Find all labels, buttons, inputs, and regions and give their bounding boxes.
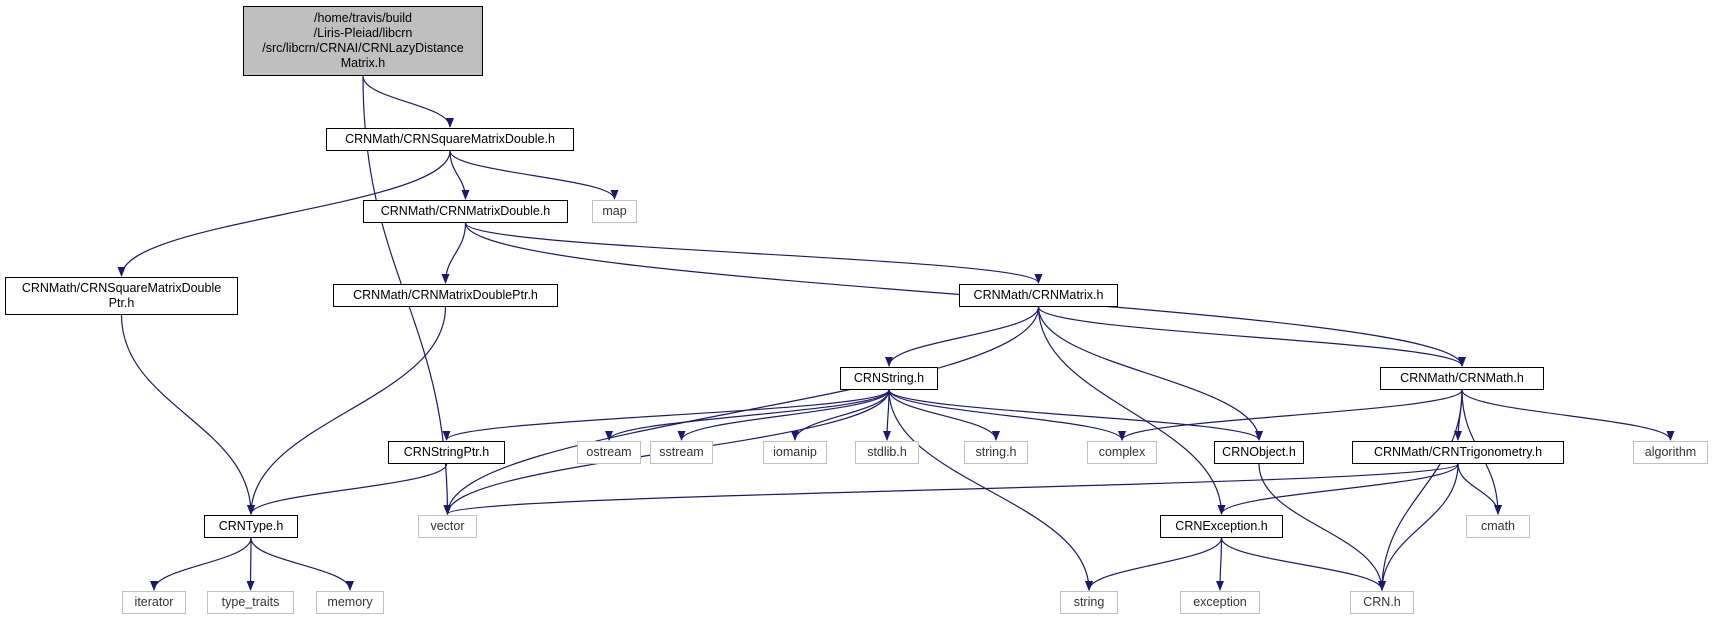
node-label: CRNMath/CRNMath.h: [1400, 371, 1524, 385]
node-label: vector: [430, 519, 465, 533]
node-ostream: ostream: [577, 441, 641, 464]
edge-type-to-type-traits: [246, 537, 255, 591]
node-label: CRNMath/CRNMatrixDoublePtr.h: [353, 288, 538, 302]
node-label: CRN.h: [1363, 595, 1401, 609]
node-memory: memory: [316, 591, 384, 614]
node-sstream: sstream: [650, 441, 713, 464]
node-exception: exception: [1180, 591, 1260, 614]
edge-trig-to-exception-h: [1217, 463, 1459, 515]
edge-string-h-to-cstring: [888, 389, 1000, 441]
node-cstring: string.h: [964, 441, 1028, 464]
node-trig[interactable]: CRNMath/CRNTrigonometry.h: [1352, 441, 1564, 464]
node-label: type_traits: [221, 595, 280, 609]
node-label: CRNMath/CRNSquareMatrixDouble.h: [345, 132, 555, 146]
edge-sqmd-to-map: [449, 150, 619, 200]
edge-exception-h-to-exception: [1216, 537, 1225, 591]
edge-object-to-crn: [1258, 463, 1386, 591]
edge-string-h-to-stdlib: [883, 389, 892, 441]
node-label: CRNMath/CRNMatrixDouble.h: [380, 204, 551, 218]
node-label: CRNType.h: [218, 519, 284, 533]
node-label: cmath: [1480, 519, 1516, 533]
edge-type-to-memory: [250, 537, 354, 591]
node-crn: CRN.h: [1350, 591, 1414, 614]
node-label: CRNStringPtr.h: [403, 445, 490, 459]
edge-math-to-crn: [1378, 389, 1463, 591]
node-root: /home/travis/build /Liris-Pleiad/libcrn …: [243, 6, 483, 76]
edge-string-h-to-ostream: [605, 389, 890, 441]
edge-trig-to-crn: [1378, 463, 1459, 591]
edge-string-h-to-complex: [888, 389, 1126, 441]
edge-matrix-to-math: [1037, 306, 1466, 367]
edge-string-h-to-strptr: [442, 389, 890, 441]
node-math[interactable]: CRNMath/CRNMath.h: [1380, 367, 1544, 390]
node-label: iterator: [134, 595, 174, 609]
node-label: CRNMath/CRNMatrix.h: [973, 288, 1104, 302]
edge-exception-h-to-string: [1085, 537, 1223, 591]
edge-matrix-to-exception-h: [1037, 306, 1226, 515]
edge-root-to-sqmd: [362, 75, 454, 128]
node-label: exception: [1193, 595, 1247, 609]
node-label: string: [1073, 595, 1105, 609]
node-label: algorithm: [1644, 445, 1697, 459]
node-label: map: [602, 204, 627, 218]
edge-sqmdp-to-type: [120, 314, 255, 515]
edge-trig-to-vector: [443, 463, 1459, 515]
node-stdlib: stdlib.h: [855, 441, 919, 464]
node-label: complex: [1098, 445, 1146, 459]
node-label: CRNObject.h: [1222, 445, 1296, 459]
node-md[interactable]: CRNMath/CRNMatrixDouble.h: [363, 200, 568, 223]
node-label: CRNString.h: [853, 371, 925, 385]
edge-matrix-to-string-h: [885, 306, 1040, 367]
edge-md-to-matrix: [464, 222, 1043, 284]
edge-trig-to-cmath: [1457, 463, 1502, 515]
edge-sqmd-to-sqmdp: [117, 150, 451, 277]
node-matrix[interactable]: CRNMath/CRNMatrix.h: [959, 284, 1118, 307]
edge-string-h-to-object: [888, 389, 1263, 441]
node-iterator: iterator: [122, 591, 186, 614]
edge-md-to-mdp: [441, 222, 467, 284]
node-complex: complex: [1087, 441, 1157, 464]
node-label: stdlib.h: [867, 445, 907, 459]
node-iomanip: iomanip: [763, 441, 827, 464]
node-type-traits: type_traits: [207, 591, 294, 614]
node-map: map: [592, 200, 637, 223]
node-vector: vector: [418, 515, 477, 538]
edge-math-to-complex: [1118, 389, 1463, 441]
edge-exception-h-to-crn: [1220, 537, 1386, 591]
edge-type-to-iterator: [150, 537, 252, 591]
node-strptr[interactable]: CRNStringPtr.h: [388, 441, 505, 464]
edge-math-to-algorithm: [1461, 389, 1675, 441]
node-object[interactable]: CRNObject.h: [1214, 441, 1304, 464]
edge-strptr-to-type: [247, 463, 448, 515]
node-label: sstream: [659, 445, 704, 459]
node-label: CRNException.h: [1175, 519, 1268, 533]
node-label: iomanip: [773, 445, 817, 459]
node-type[interactable]: CRNType.h: [204, 515, 298, 538]
node-label: CRNMath/CRNTrigonometry.h: [1373, 445, 1543, 459]
node-sqmdp[interactable]: CRNMath/CRNSquareMatrixDouble Ptr.h: [5, 277, 238, 315]
node-exception-h[interactable]: CRNException.h: [1160, 515, 1283, 538]
node-label: /home/travis/build /Liris-Pleiad/libcrn …: [262, 11, 464, 70]
edge-sqmd-to-md: [449, 150, 470, 200]
node-cmath: cmath: [1466, 515, 1530, 538]
node-string: string: [1060, 591, 1118, 614]
node-label: ostream: [586, 445, 632, 459]
edge-mdp-to-type: [247, 306, 447, 515]
node-label: memory: [327, 595, 373, 609]
edge-string-h-to-sstream: [677, 389, 890, 441]
edge-matrix-to-object: [1037, 306, 1263, 441]
node-mdp[interactable]: CRNMath/CRNMatrixDoublePtr.h: [333, 284, 558, 307]
edge-string-h-to-string: [888, 389, 1093, 591]
node-algorithm: algorithm: [1633, 441, 1708, 464]
node-label: string.h: [975, 445, 1017, 459]
node-label: CRNMath/CRNSquareMatrixDouble Ptr.h: [21, 281, 222, 310]
edge-string-h-to-iomanip: [791, 389, 890, 441]
node-string-h[interactable]: CRNString.h: [840, 367, 938, 390]
node-sqmd[interactable]: CRNMath/CRNSquareMatrixDouble.h: [326, 128, 574, 151]
